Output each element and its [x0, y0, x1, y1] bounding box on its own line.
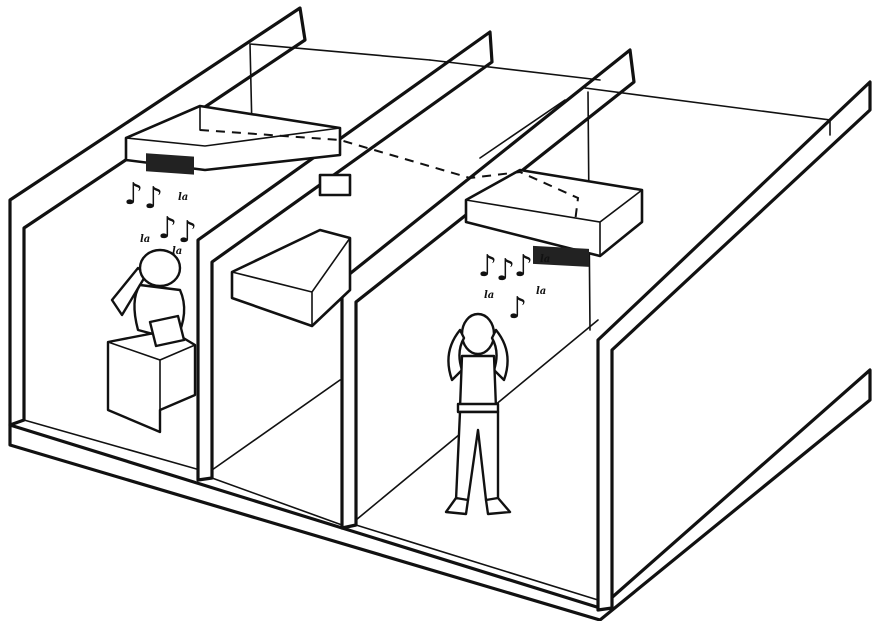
- desk: [108, 330, 195, 432]
- seated-person: [108, 250, 195, 432]
- standing-person-legs: [456, 412, 498, 500]
- standing-person-torso: [460, 356, 496, 408]
- music-note: ♪: [508, 291, 527, 326]
- corridor-duct-top: [320, 175, 350, 195]
- right-room-back-wall: [585, 88, 830, 135]
- right-front-wall: [598, 82, 870, 610]
- sound-syllable: la: [172, 246, 182, 257]
- music-note: ♪: [124, 177, 143, 212]
- sound-syllable: la: [540, 254, 550, 265]
- music-note: ♪: [514, 249, 533, 284]
- standing-person: [446, 314, 510, 514]
- music-note: ♪: [478, 249, 497, 284]
- music-note: ♪: [158, 211, 177, 246]
- music-note: ♪: [496, 253, 515, 288]
- standing-person-head: [462, 314, 494, 354]
- sound-syllable: la: [484, 290, 494, 301]
- standing-person-feet: [446, 498, 510, 514]
- sound-syllable: la: [178, 192, 188, 203]
- seated-person-book: [150, 316, 184, 346]
- left-vent-grille: [146, 153, 194, 174]
- music-note: ♪: [178, 215, 197, 250]
- sound-syllable: la: [140, 234, 150, 245]
- corridor-duct: [232, 230, 350, 326]
- sound-syllable: la: [536, 286, 546, 297]
